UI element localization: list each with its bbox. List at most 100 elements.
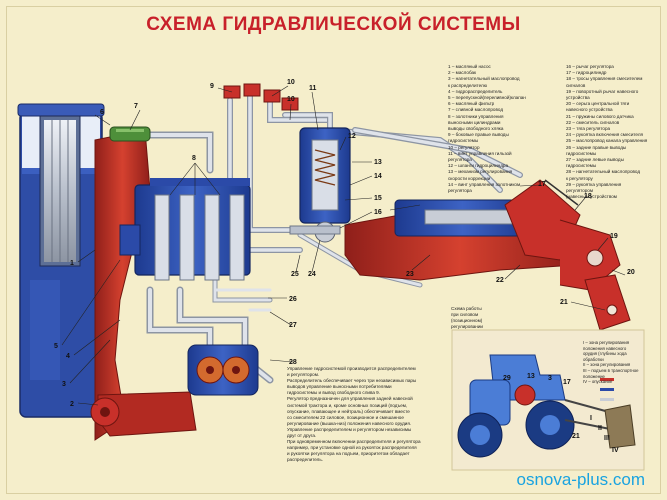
desc-line: например, при установке одной из рукоято… [287,445,417,451]
hydraulic-distributor [119,178,251,281]
inset-roman-1: I [590,415,592,422]
legend-item: 23 – тяга регулятора [566,126,611,132]
legend-item: скорости коррекции [448,175,491,181]
oil-tank [17,103,105,418]
tractor-housing [90,129,197,441]
legend-item: устройства [566,95,590,101]
legend-item: 9 – боковые правые выводы [448,132,509,138]
legend-right: 16 – рычаг регулятора 17 – гидроцилиндр … [566,64,647,200]
leader-lines [61,85,626,406]
inset-title: Схема работы при силовом (позиционном) р… [451,306,483,329]
inset-tractor [451,329,645,471]
callout-15: 15 [374,195,382,202]
inset-roman-4: IV [612,447,619,454]
legend-item: 28 – нагнетательный маслопровод [566,169,641,175]
callout-13: 13 [374,159,382,166]
legend-item: 16 – рычаг регулятора [566,64,614,69]
legend-item: гидросистемы [448,138,479,144]
legend-item: гидросистемы [566,150,597,156]
legend-left: 1 – масляный насос 2 – маслобак 3 – нагн… [448,64,526,194]
legend-item: 19 – поворотный рычаг навесного [566,88,639,94]
legend-item: 14 – винт управления золотником [448,181,521,187]
desc-line: регулирование (вышка-низ) положения наве… [287,420,412,426]
callout-1: 1 [70,260,74,267]
inset-legend: I – зона регулирования положения навесно… [583,340,639,385]
desc-line: Регулятор предназначен для управления за… [287,396,413,402]
legend-item: 24 – рукоятка включения смесителя [566,132,644,138]
legend-item: к регулятору [566,175,593,181]
desc-line: Управление гидросистемой производится ра… [287,366,416,371]
callout-4: 4 [66,353,70,360]
legend-item: 27 – задние левые выводы [566,157,624,163]
legend-item: гидросистемы [566,163,597,169]
callout-5: 5 [54,343,58,350]
legend-item: 18 – тросы управления смесителем [566,76,643,82]
callout-26: 26 [289,296,297,303]
callout-19: 19 [610,233,618,240]
callout-12: 12 [348,133,356,140]
legend-item: 25 – маслопровод канала управления [566,138,648,144]
legend-item: 12 – шланги гидроцилиндра [448,163,508,169]
legend-item: к распределителю [448,82,488,88]
poster-title: СХЕМА ГИДРАВЛИЧЕСКОЙ СИСТЕМЫ [146,14,521,35]
legend-item: 8 – золотники управления [448,113,504,119]
regulator [289,127,351,243]
callout-9: 9 [210,83,214,90]
legend-item: 10 – регулятор [448,144,480,150]
inset-callout-21: 21 [572,433,580,440]
callout-3: 3 [62,381,66,388]
legend-item: выносными цилиндрами [448,119,501,125]
poster-frame [6,6,661,494]
inset-callouts: 29 13 3 17 21 I II III IV [503,373,619,454]
callout-24: 24 [308,271,316,278]
callout-28: 28 [289,359,297,366]
legend-item: 17 – гидроцилиндр [566,70,607,76]
legend-item: 26 – задние правые выводы [566,144,627,150]
legend-item: 1 – масляный насос [448,64,491,69]
legend-item: сигналов [566,82,586,88]
desc-line: со смесителем 22 силовое, позиционное и … [287,414,404,420]
callout-21: 21 [560,299,568,306]
inset-roman-2: II [598,425,602,432]
callout-8: 8 [192,155,196,162]
legend-item: регулятором [566,188,594,194]
callout-14: 14 [374,173,382,180]
legend-item: выводы свободного хляка [448,126,504,132]
legend-item: 5 – перепускной(переливной)клапан [448,95,526,101]
drain-line-filter [109,126,151,142]
diagram-callouts: 1 2 3 4 5 6 7 8 9 10 10 11 12 13 14 15 1… [54,79,635,408]
callout-7: 7 [134,103,138,110]
legend-item: 20 – серьга центральной тяги [566,101,630,107]
desc-line: Распределитель обеспечивает через три не… [287,378,417,384]
legend-item: регулятора [448,157,472,163]
desc-line: системой трактора и, кроме основных пози… [287,402,408,408]
desc-line: При одновременном включении распределите… [287,439,421,445]
lift-cylinder-assembly [344,179,631,331]
legend-item: 4 – гидрораспределитель [448,88,503,94]
callout-20: 20 [627,269,635,276]
desc-line: гидросистемы и вывод свободного слива 9. [287,390,381,396]
callout-17: 17 [538,181,546,188]
site-url: osnova-plus.com [516,470,645,489]
desc-line: и регулятором. [287,372,320,378]
callout-10b: 10 [287,96,295,103]
desc-line: выводов управление выносными потребителя… [287,384,392,390]
callout-16: 16 [374,209,382,216]
callout-11: 11 [309,85,317,92]
desc-line: распределитель. [287,457,324,463]
legend-item: 7 – сливной маслопровод [448,107,503,113]
callout-6: 6 [100,109,104,116]
legend-item: 6 – масляный фильтр [448,101,495,107]
callout-27: 27 [289,322,297,329]
legend-item: 29 – рукоятка управления [566,181,622,187]
callout-22: 22 [496,277,504,284]
legend-item: 22 – смеситель сигналов [566,119,620,125]
desc-line: и рукоятки регулятора на подъем, приорит… [287,451,410,457]
legend-item: 13 – механизм регулирования [448,169,513,175]
inset-callout-17: 17 [563,379,571,386]
legend-item: 11 – винт управления гильзой [448,150,512,156]
callout-2: 2 [70,401,74,408]
legend-item: навесного устройства [566,107,613,113]
